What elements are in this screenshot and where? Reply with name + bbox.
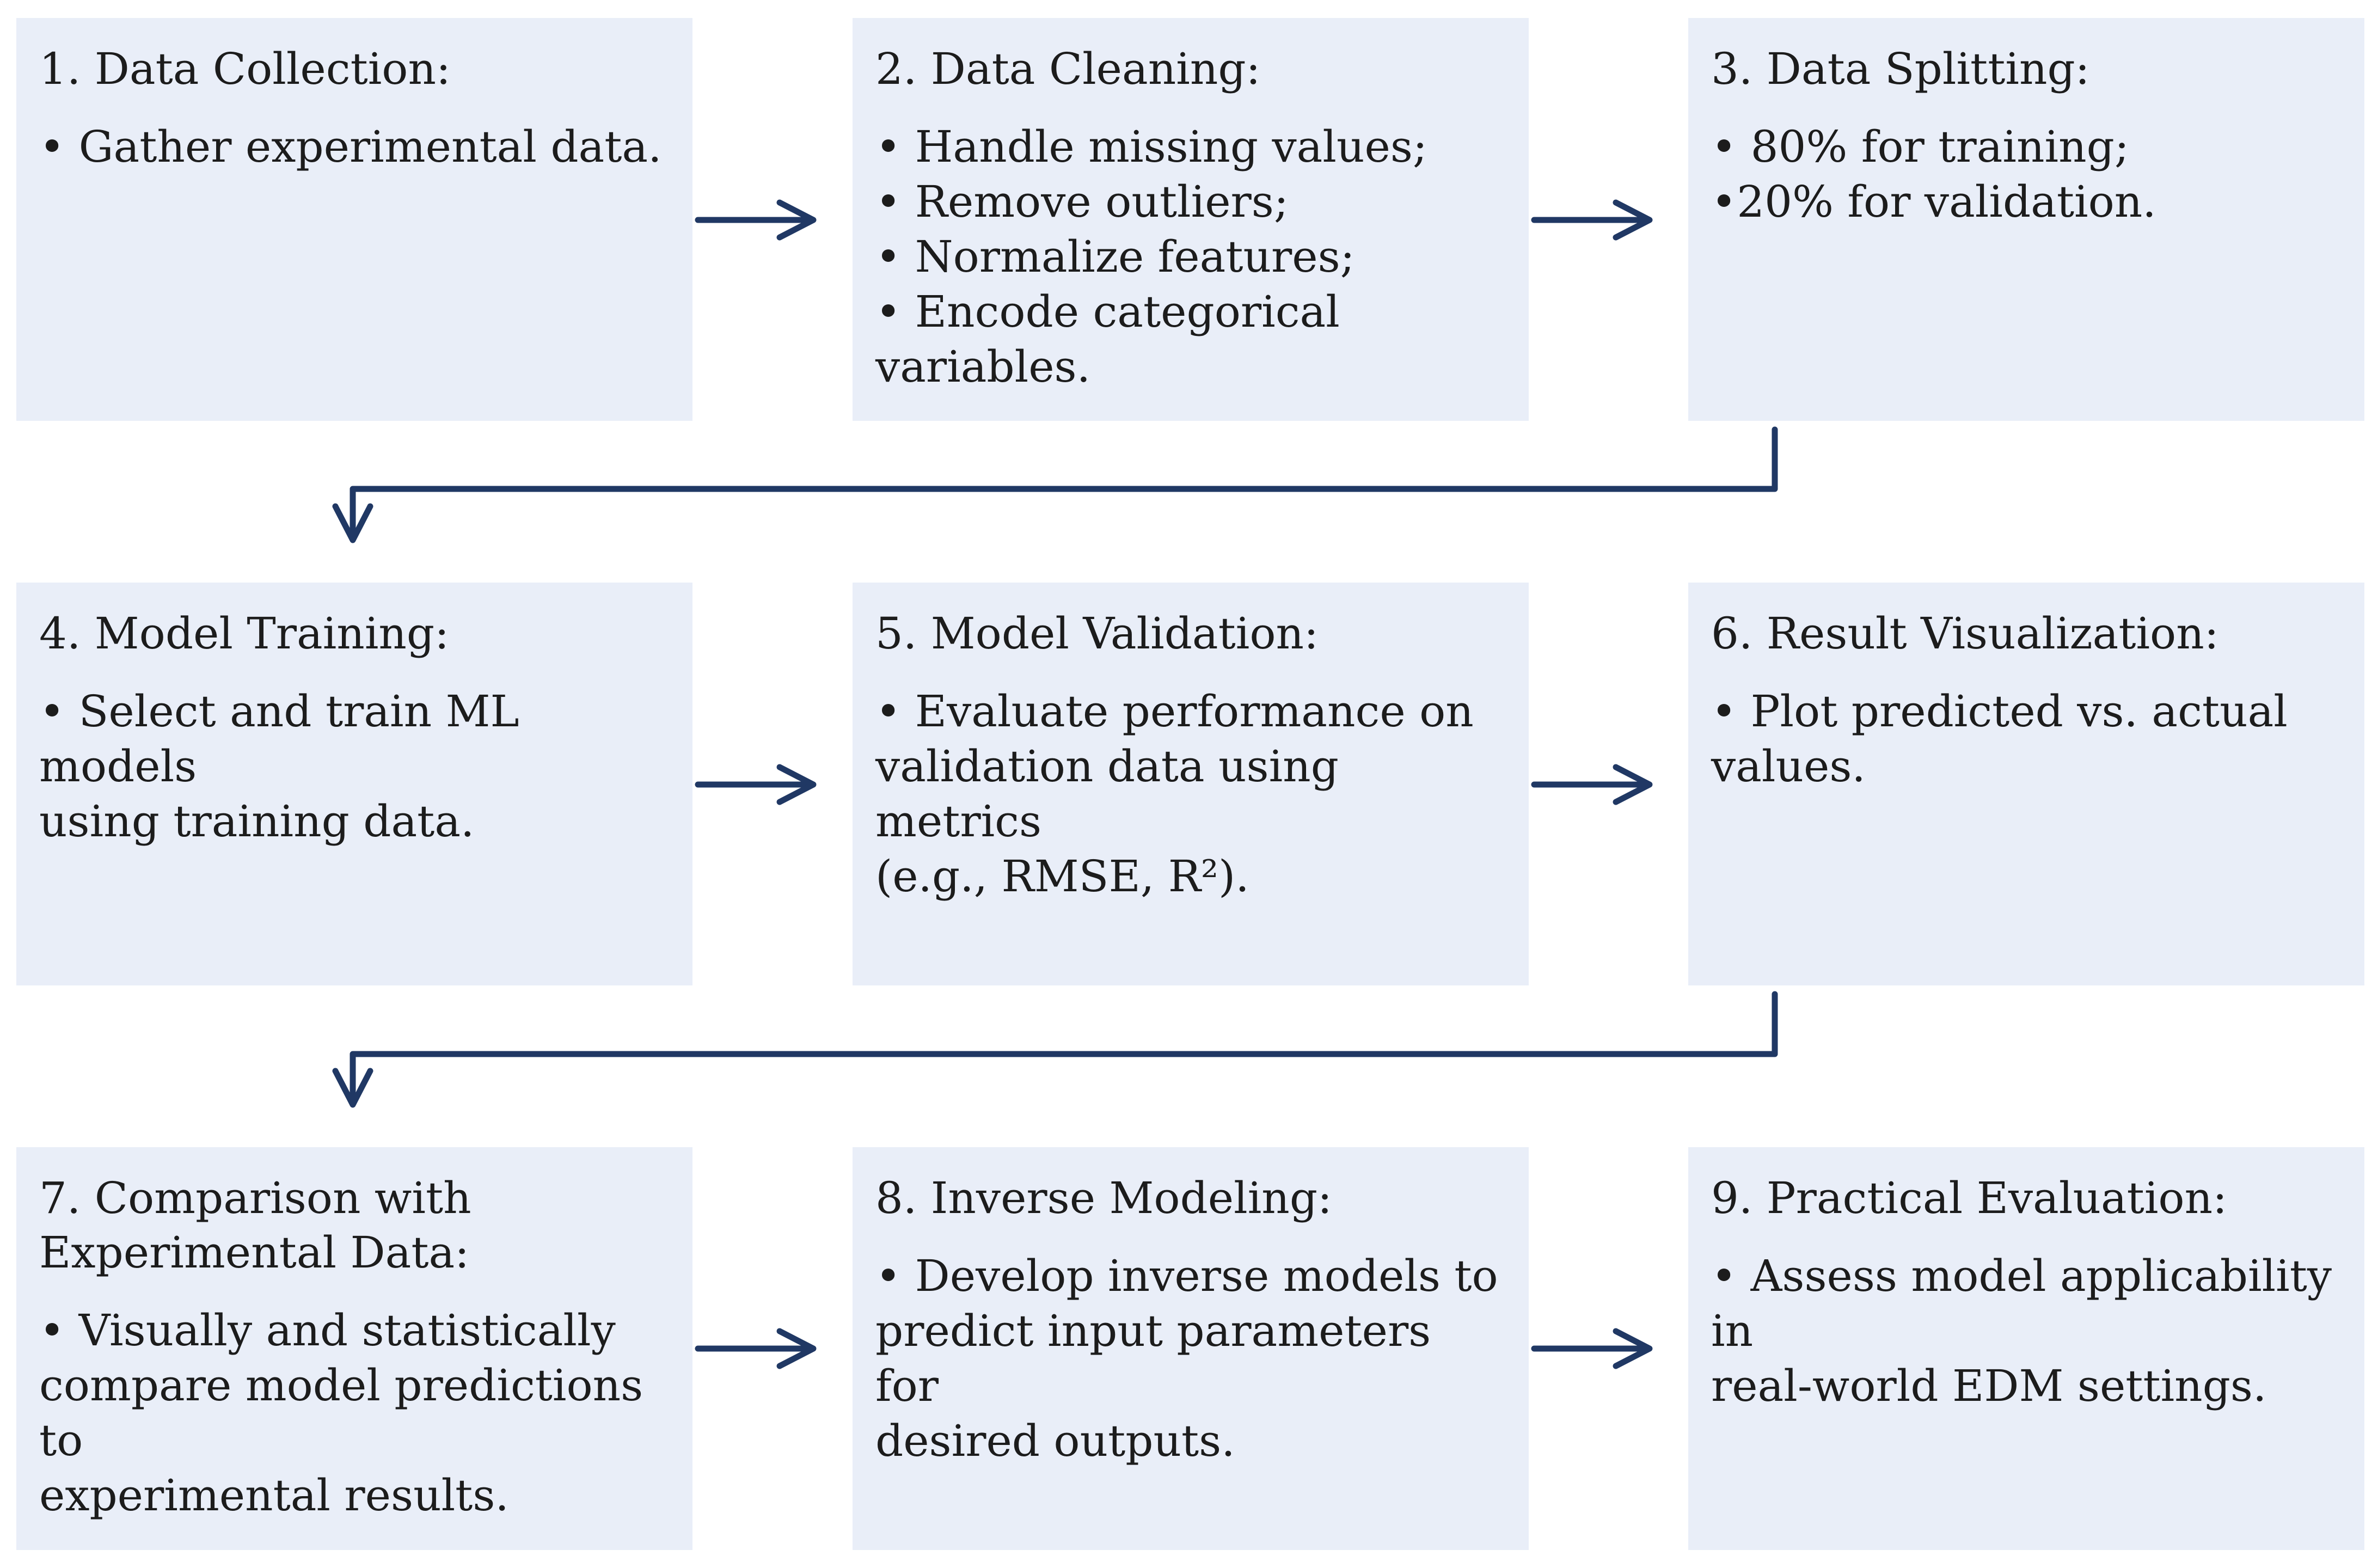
step-box-comparison: 7. Comparison with Experimental Data: • …: [16, 1147, 692, 1550]
step-bullet: • Develop inverse models to predict inpu…: [875, 1251, 1498, 1466]
step-bullet: • Evaluate performance on validation dat…: [875, 686, 1474, 902]
elbow-arrow-down-icon: [332, 426, 1778, 543]
step-bullet: • Assess model applicability in real-wor…: [1711, 1251, 2332, 1411]
step-title: 5. Model Validation:: [875, 608, 1319, 659]
step-bullet: • Select and train ML models using train…: [39, 686, 519, 847]
step-title: 3. Data Splitting:: [1711, 44, 2090, 94]
step-bullet: • Handle missing values;: [875, 121, 1427, 172]
step-box-data-collection: 1. Data Collection: • Gather experimenta…: [16, 18, 692, 421]
step-box-model-validation: 5. Model Validation: • Evaluate performa…: [853, 583, 1529, 985]
arrow-right-icon: [1531, 1328, 1653, 1369]
step-bullet: • Remove outliers;: [875, 176, 1289, 227]
arrow-right-icon: [695, 199, 817, 241]
arrow-right-icon: [1531, 199, 1653, 241]
step-bullet: • 80% for training;: [1711, 121, 2129, 172]
step-bullet: • Encode categorical variables.: [875, 286, 1340, 392]
step-bullet: • Plot predicted vs. actual values.: [1711, 686, 2288, 792]
step-bullet: • Normalize features;: [875, 231, 1355, 282]
step-title: 8. Inverse Modeling:: [875, 1173, 1332, 1223]
arrow-right-icon: [695, 1328, 817, 1369]
step-title: 4. Model Training:: [39, 608, 450, 659]
step-title: 1. Data Collection:: [39, 44, 451, 94]
step-box-practical-evaluation: 9. Practical Evaluation: • Assess model …: [1688, 1147, 2364, 1550]
step-box-result-visualization: 6. Result Visualization: • Plot predicte…: [1688, 583, 2364, 985]
step-box-data-cleaning: 2. Data Cleaning: • Handle missing value…: [853, 18, 1529, 421]
step-bullet: • Gather experimental data.: [39, 121, 662, 172]
step-box-inverse-modeling: 8. Inverse Modeling: • Develop inverse m…: [853, 1147, 1529, 1550]
step-bullet: • Visually and statistically compare mod…: [39, 1305, 643, 1521]
step-box-model-training: 4. Model Training: • Select and train ML…: [16, 583, 692, 985]
arrow-right-icon: [1531, 764, 1653, 805]
step-box-data-splitting: 3. Data Splitting: • 80% for training; •…: [1688, 18, 2364, 421]
step-title: 6. Result Visualization:: [1711, 608, 2219, 659]
step-bullet: •20% for validation.: [1711, 176, 2156, 227]
step-title: 9. Practical Evaluation:: [1711, 1173, 2228, 1223]
step-title: 2. Data Cleaning:: [875, 44, 1261, 94]
arrow-right-icon: [695, 764, 817, 805]
elbow-arrow-down-icon: [332, 991, 1778, 1108]
step-title: 7. Comparison with Experimental Data:: [39, 1173, 471, 1278]
